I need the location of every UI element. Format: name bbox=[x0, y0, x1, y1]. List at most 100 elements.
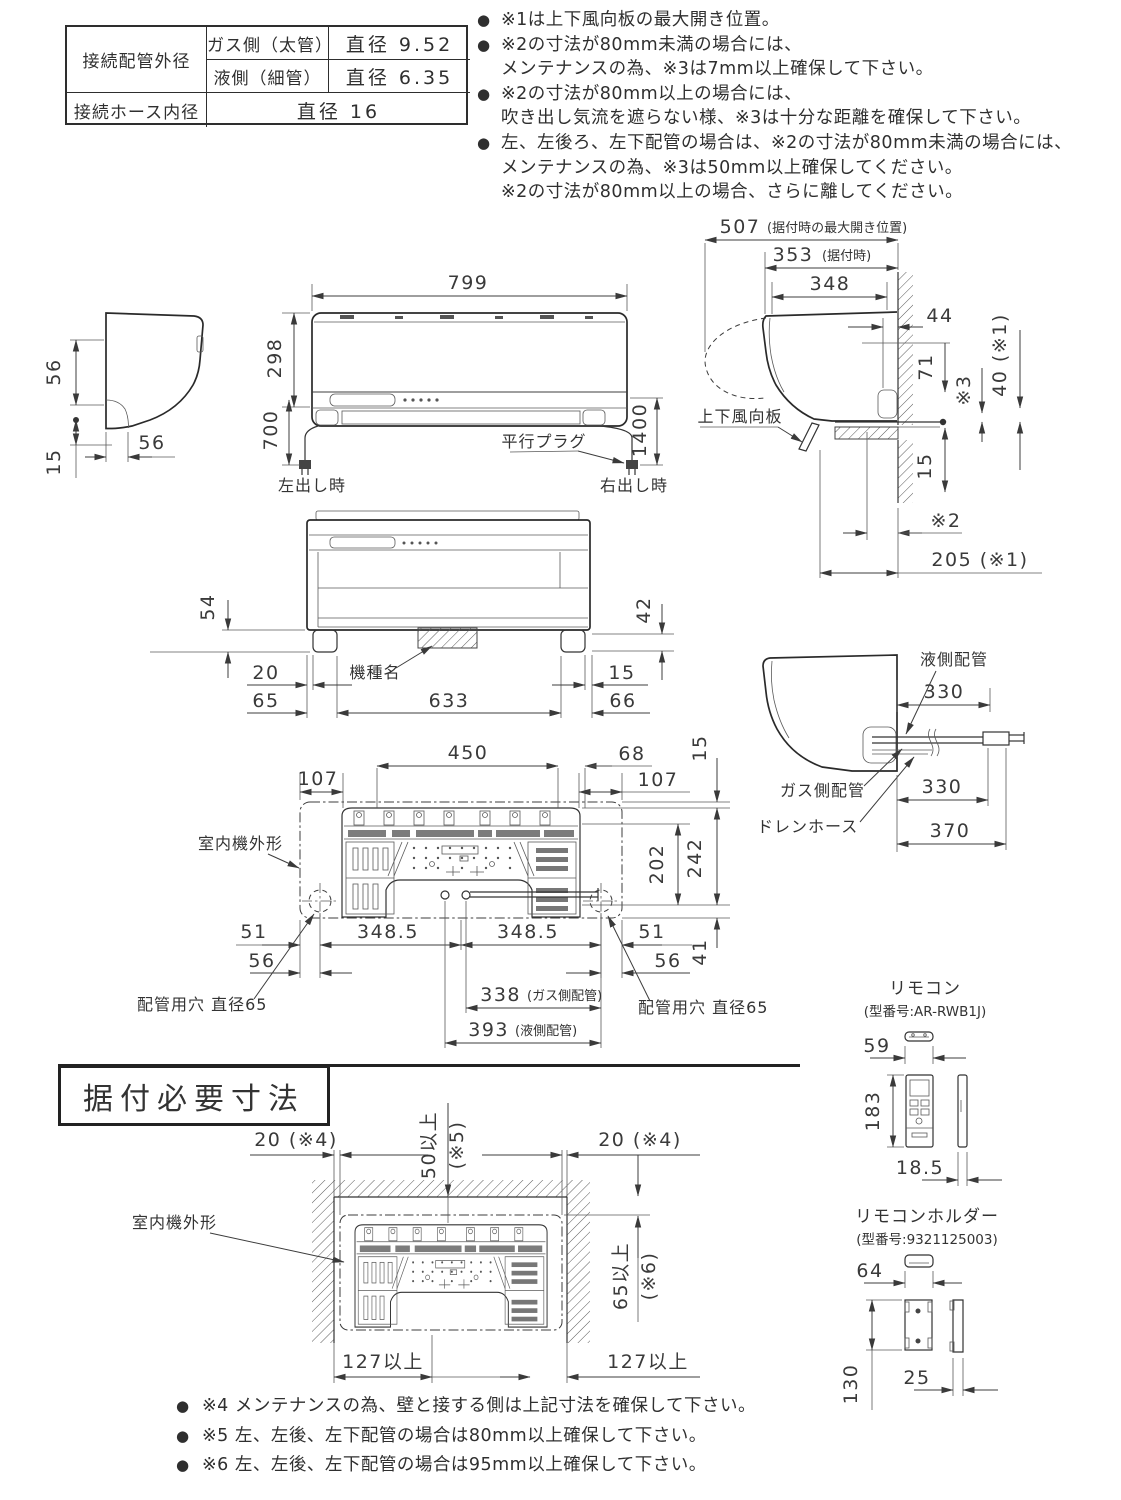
bottom-view: 機種名 54 42 20 65 633 15 66 bbox=[150, 510, 674, 718]
dim-40-star1: 40 (※1) bbox=[989, 313, 1011, 397]
bullet-icon: ● bbox=[477, 84, 491, 103]
dim-remote-width-59: 59 bbox=[863, 1035, 890, 1057]
dim-507: 507 bbox=[720, 216, 761, 238]
bullet-icon: ● bbox=[477, 133, 491, 152]
bullet-icon: ● bbox=[477, 11, 491, 29]
dim-15-floor: 15 bbox=[43, 448, 65, 475]
holder-title-block: リモコンホルダー (型番号:9321125003) bbox=[832, 1202, 1022, 1248]
dim-507-note: (据付時の最大開き位置) bbox=[767, 221, 907, 236]
label-indoor-unit-outline-install: 室内機外形 bbox=[132, 1213, 217, 1232]
dim-450: 450 bbox=[448, 742, 489, 764]
dim-68: 68 bbox=[618, 743, 645, 765]
clearance-foot-notes: ● ※4 メンテナンスの為、壁と接する側は上記寸法を確保して下さい。 ● ※5 … bbox=[176, 1392, 796, 1481]
dim-56-vertical: 56 bbox=[43, 358, 65, 385]
dim-cord-700: 700 bbox=[260, 410, 282, 451]
dim-star2: ※2 bbox=[930, 510, 961, 532]
dim-20-star4-right: 20 (※4) bbox=[598, 1129, 682, 1151]
label-gas-pipe: ガス側配管 bbox=[780, 781, 865, 800]
dim-348-5-left: 348.5 bbox=[357, 921, 419, 943]
label-pipe-hole-right: 配管用穴 直径65 bbox=[638, 998, 768, 1017]
note-item: ● ※2の寸法が80mm未満の場合には、 メンテナンスの為、※3は7mm以上確保… bbox=[477, 33, 1119, 82]
section-title: 据付必要寸法 bbox=[83, 1081, 305, 1117]
dim-330-liquid: 330 bbox=[924, 681, 965, 703]
label-model-name: 機種名 bbox=[349, 663, 400, 682]
bullet-icon: ● bbox=[176, 1426, 190, 1445]
dim-holder-depth-25: 25 bbox=[903, 1367, 930, 1389]
dim-353: 353 bbox=[773, 244, 814, 266]
remote-title-block: リモコン (型番号:AR-RWB1J) bbox=[840, 974, 1010, 1020]
foot-note-item: ● ※6 左、左後、左下配管の場合は95mm以上確保して下さい。 bbox=[176, 1451, 796, 1481]
label-parallel-plug: 平行プラグ bbox=[501, 432, 586, 451]
foot-note-line: ※4 メンテナンスの為、壁と接する側は上記寸法を確保して下さい。 bbox=[202, 1396, 756, 1416]
rear-view: 450 68 15 107 107 202 242 41 51 348.5 34… bbox=[137, 734, 768, 1048]
dim-56-left: 56 bbox=[248, 950, 275, 972]
dim-height-298: 298 bbox=[264, 338, 286, 379]
dim-348-5-right: 348.5 bbox=[497, 921, 559, 943]
rear-chassis-detail bbox=[341, 807, 581, 918]
remote-holder-view: 64 130 25 bbox=[840, 1254, 998, 1410]
dim-remote-depth-18-5: 18.5 bbox=[896, 1157, 944, 1179]
label-indoor-unit-outline-rear: 室内機外形 bbox=[198, 834, 283, 853]
dim-56-depth: 56 bbox=[138, 432, 165, 454]
spec-row-pipe-od: 接続配管外径 bbox=[67, 27, 207, 93]
note-line: ※1は上下風向板の最大開き位置。 bbox=[501, 10, 780, 30]
note-line: 左、左後ろ、左下配管の場合は、※2の寸法が80mm未満の場合には、 bbox=[501, 132, 1073, 153]
holder-model-number: (型番号:9321125003) bbox=[856, 1232, 998, 1248]
spec-liquid-value: 直径 6.35 bbox=[329, 60, 470, 93]
spec-liquid-label: 液側（細管） bbox=[207, 60, 329, 93]
dim-15-wall: 15 bbox=[914, 452, 936, 479]
dim-348: 348 bbox=[810, 273, 851, 295]
pipe-spec-table: 接続配管外径 ガス側（太管） 直径 9.52 液側（細管） 直径 6.35 接続… bbox=[65, 25, 470, 127]
dim-44: 44 bbox=[926, 305, 953, 327]
remote-title: リモコン bbox=[889, 979, 961, 999]
dim-338: 338 bbox=[480, 984, 521, 1006]
note-line: ※2の寸法が80mm未満の場合には、 bbox=[501, 34, 803, 55]
holder-title: リモコンホルダー bbox=[855, 1207, 999, 1227]
dim-51-left: 51 bbox=[240, 921, 267, 943]
dim-20-star4-left: 20 (※4) bbox=[254, 1129, 338, 1151]
dim-star3: ※3 bbox=[953, 374, 975, 405]
dim-42: 42 bbox=[633, 596, 655, 623]
dim-50min-note: (※5) bbox=[446, 1121, 468, 1170]
dim-20: 20 bbox=[252, 662, 279, 684]
dim-330-gas: 330 bbox=[922, 776, 963, 798]
label-pipe-hole-left: 配管用穴 直径65 bbox=[137, 995, 267, 1014]
dim-393-note: (液側配管) bbox=[515, 1024, 577, 1039]
dim-393: 393 bbox=[468, 1019, 509, 1041]
remote-control-view: 59 183 18.5 bbox=[862, 1031, 1002, 1186]
label-updown-louver: 上下風向板 bbox=[697, 407, 782, 426]
dim-127min-right: 127以上 bbox=[607, 1351, 689, 1373]
label-left-outlet: 左出し時 bbox=[278, 476, 346, 495]
dim-41: 41 bbox=[689, 938, 711, 965]
note-item: ● 左、左後ろ、左下配管の場合は、※2の寸法が80mm未満の場合には、 メンテナ… bbox=[477, 131, 1119, 205]
spec-hose-label: 接続ホース内径 bbox=[67, 93, 207, 127]
label-liquid-pipe: 液側配管 bbox=[920, 650, 988, 669]
installation-clearance-diagram: 20 (※4) 20 (※4) 50以上 (※5) 65以上 (※6) 127以… bbox=[132, 1103, 700, 1383]
dim-242: 242 bbox=[684, 838, 706, 879]
piping-side-view: 液側配管 ガス側配管 ドレンホース 330 330 370 bbox=[757, 650, 1025, 852]
front-view: 799 298 700 1400 平行プラグ 左出し時 右出し時 bbox=[260, 272, 667, 495]
dim-65min-star6: 65以上 bbox=[610, 1242, 632, 1310]
dim-127min-left: 127以上 bbox=[342, 1351, 424, 1373]
dim-width-799: 799 bbox=[448, 272, 489, 294]
remote-model-number: (型番号:AR-RWB1J) bbox=[863, 1004, 987, 1020]
dim-65: 65 bbox=[252, 690, 279, 712]
dim-56-right: 56 bbox=[654, 950, 681, 972]
dim-65min-note: (※6) bbox=[638, 1252, 660, 1301]
install-chassis-detail bbox=[354, 1224, 548, 1328]
dim-holder-width-64: 64 bbox=[856, 1260, 883, 1282]
dim-cord-1400: 1400 bbox=[629, 403, 651, 457]
dim-370-drain: 370 bbox=[930, 820, 971, 842]
dim-202: 202 bbox=[646, 844, 668, 885]
spec-hose-value: 直径 16 bbox=[296, 100, 381, 123]
note-line: メンテナンスの為、※3は50mm以上確保してください。 bbox=[501, 157, 963, 178]
dim-205-star1: 205 (※1) bbox=[931, 549, 1028, 571]
foot-note-item: ● ※5 左、左後、左下配管の場合は80mm以上確保して下さい。 bbox=[176, 1422, 796, 1452]
note-item: ● ※1は上下風向板の最大開き位置。 bbox=[477, 8, 1119, 33]
note-line: ※2の寸法が80mm以上の場合、さらに離してください。 bbox=[501, 182, 964, 203]
dim-54: 54 bbox=[197, 593, 219, 620]
side-view-right-wall: 上下風向板 507 (据付時の最大開き位置) 353 (据付時) 348 44 … bbox=[697, 216, 1042, 578]
dim-holder-height-130: 130 bbox=[840, 1364, 862, 1405]
